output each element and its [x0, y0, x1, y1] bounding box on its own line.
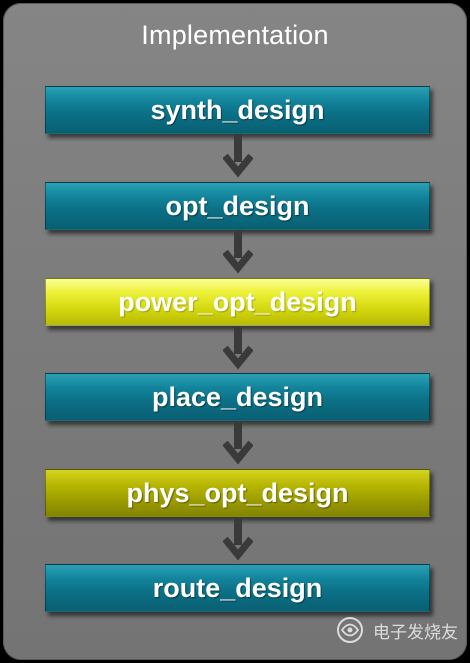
step-opt-design: opt_design: [45, 182, 430, 230]
step-phys-opt-design: phys_opt_design: [45, 469, 430, 517]
down-arrow-icon: [223, 134, 253, 178]
down-arrow-icon: [223, 326, 253, 370]
diagram-title: Implementation: [141, 20, 329, 50]
step-synth-design: synth_design: [45, 86, 430, 134]
watermark-text: 电子发烧友: [373, 622, 458, 643]
watermark-logo-icon: [337, 617, 363, 643]
down-arrow-icon: [223, 230, 253, 274]
step-place-design: place_design: [45, 373, 430, 421]
step-route-design: route_design: [45, 564, 430, 612]
down-arrow-icon: [223, 421, 253, 465]
down-arrow-icon: [223, 517, 253, 561]
watermark: 电子发烧友: [333, 615, 458, 645]
step-power-opt-design: power_opt_design: [45, 278, 430, 326]
